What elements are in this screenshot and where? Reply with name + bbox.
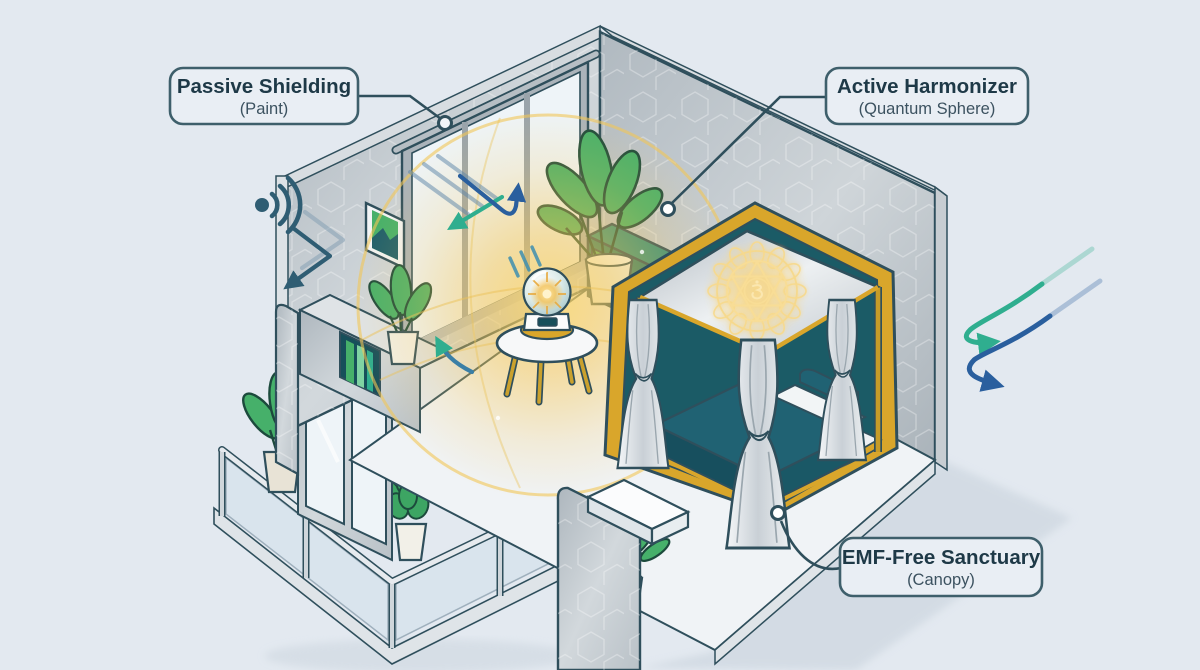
side-table — [495, 322, 599, 406]
callout-emf-free-sanctuary: EMF-Free Sanctuary (Canopy) — [838, 536, 1044, 598]
front-wall-cut-right — [556, 486, 642, 670]
deflected-wave-arrow-window — [408, 154, 527, 230]
callout-passive-shielding: Passive Shielding (Paint) — [168, 66, 360, 126]
energy-ticks — [508, 245, 542, 278]
callout-emf-free-sanctuary-title: EMF-Free Sanctuary — [842, 546, 1041, 569]
callout-active-harmonizer-subtitle: (Quantum Sphere) — [859, 100, 996, 118]
callout-active-harmonizer: Active Harmonizer (Quantum Sphere) — [824, 66, 1030, 126]
bench — [585, 478, 691, 546]
callout-passive-shielding-title: Passive Shielding — [177, 75, 351, 98]
front-wall-cut-left — [274, 303, 300, 476]
deflected-wave-arrow-interior — [435, 335, 475, 375]
callout-active-harmonizer-title: Active Harmonizer — [837, 75, 1017, 98]
deflected-wave-arrow-right — [963, 246, 1103, 392]
chakra-glyph-icon — [705, 239, 809, 343]
callout-passive-shielding-subtitle: (Paint) — [240, 100, 289, 118]
canopy-bed — [603, 201, 899, 550]
quantum-sphere-icon — [519, 267, 575, 341]
callout-emf-free-sanctuary-subtitle: (Canopy) — [907, 571, 975, 589]
callout-leaders — [358, 94, 842, 571]
deflected-wave-arrow-left — [283, 209, 346, 290]
